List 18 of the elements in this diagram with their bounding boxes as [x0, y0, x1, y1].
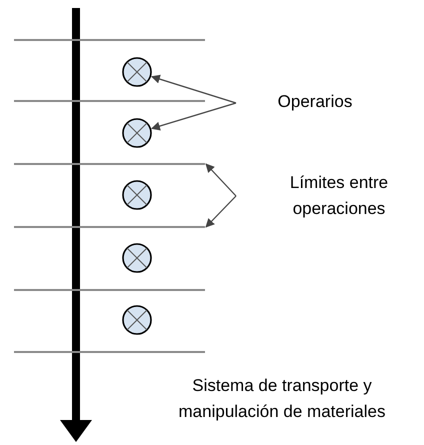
boundary-line [14, 163, 205, 165]
boundary-line [14, 39, 205, 41]
leader-line [150, 102, 236, 130]
leader-line [205, 163, 236, 196]
boundary-line [14, 351, 205, 353]
operator-symbol [122, 180, 152, 210]
boundary-line [14, 226, 205, 228]
leader-line [150, 74, 236, 104]
operator-symbol [122, 243, 152, 273]
boundary-line [14, 289, 205, 291]
leader-line [205, 196, 236, 228]
annotation-text: Sistema de transporte y manipulación de materiales [178, 375, 386, 423]
operator-symbol [122, 57, 152, 87]
annotation-text: Límites entre operaciones [236, 170, 416, 224]
operator-symbol [122, 118, 152, 148]
boundary-line [14, 100, 205, 102]
annotation-text: Operarios [236, 89, 366, 117]
operator-symbol [122, 305, 152, 335]
